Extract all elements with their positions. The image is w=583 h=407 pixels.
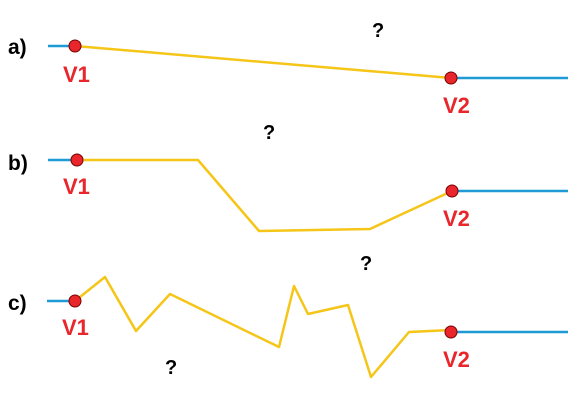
question-mark-c-lower: ? bbox=[165, 357, 177, 379]
node-v2-c bbox=[444, 325, 458, 339]
vertex-label-v2-c: V2 bbox=[443, 347, 470, 372]
node-v2-b bbox=[445, 184, 459, 198]
path-c bbox=[74, 275, 452, 379]
node-v2-a bbox=[444, 71, 458, 85]
row-label-b: b) bbox=[8, 152, 28, 175]
vertex-label-v2-a: V2 bbox=[443, 93, 470, 118]
question-mark-c-upper: ? bbox=[360, 253, 372, 275]
question-mark-b: ? bbox=[263, 122, 275, 144]
row-c: c) V1 V2 ? ? bbox=[8, 253, 568, 379]
node-v1-b bbox=[70, 153, 84, 167]
vertex-label-v1-b: V1 bbox=[63, 174, 90, 199]
vertex-label-v2-b: V2 bbox=[443, 206, 470, 231]
node-v1-a bbox=[68, 39, 82, 53]
vertex-label-v1-a: V1 bbox=[63, 62, 90, 87]
row-a: a) V1 V2 ? bbox=[8, 20, 568, 118]
path-a bbox=[74, 44, 452, 80]
node-v1-c bbox=[68, 294, 82, 308]
row-label-c: c) bbox=[8, 292, 27, 315]
question-mark-a: ? bbox=[372, 20, 384, 42]
row-label-a: a) bbox=[8, 36, 27, 59]
row-b: b) V1 V2 ? bbox=[8, 122, 568, 233]
vertex-label-v1-c: V1 bbox=[62, 315, 89, 340]
path-b bbox=[77, 158, 453, 233]
